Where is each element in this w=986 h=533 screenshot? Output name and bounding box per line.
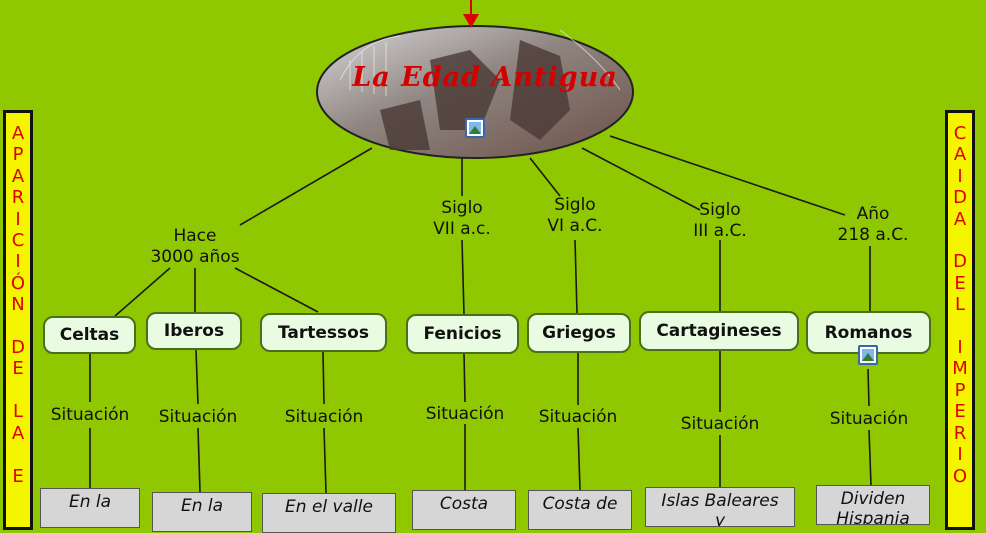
situation-label: Situación [829,409,909,429]
situation-label: Situación [284,407,364,427]
detail-box[interactable]: Costa de [528,490,632,530]
node-fenicios[interactable]: Fenicios [406,314,519,354]
central-oval[interactable] [316,25,634,159]
down-arrow-icon [463,0,479,28]
situation-label: Situación [680,414,760,434]
edge-oval-group5 [609,135,846,216]
detail-box[interactable]: En la [152,492,252,532]
group-label: Hace 3000 años [150,226,240,267]
right-banner: C A I D A D E L I M P E R I O [945,110,975,530]
edge-group1-celtas [114,267,171,317]
image-icon[interactable] [465,118,485,138]
right-banner-text: C A I D A D E L I M P E R I O [952,123,968,487]
group-label: Siglo VII a.c. [433,198,491,239]
group-label: Siglo III a.C. [693,200,747,241]
detail-box[interactable]: Costa [412,490,516,530]
edge-group2-fenicios [461,239,465,315]
situation-label: Situación [538,407,618,427]
group-label: Año 218 a.C. [837,204,909,245]
edge-group3-griegos [574,239,578,314]
node-cartagineses[interactable]: Cartagineses [639,311,799,351]
situation-label: Situación [158,407,238,427]
concept-map-connectors [89,0,872,494]
detail-box[interactable]: Islas Baleares y [645,487,795,527]
group-label: Siglo VI a.C. [547,195,603,236]
image-icon[interactable] [858,345,878,365]
detail-box[interactable]: En el valle [262,493,396,533]
edge-oval-group4 [581,147,701,211]
diagram-title: La Edad Antigua [352,62,618,93]
edge-oval-group3 [529,157,561,197]
situation-label: Situación [425,404,505,424]
detail-box[interactable]: Dividen Hispania [816,485,930,525]
detail-box[interactable]: En la [40,488,140,528]
node-celtas[interactable]: Celtas [43,316,136,354]
node-tartessos[interactable]: Tartessos [260,313,387,352]
node-iberos[interactable]: Iberos [146,312,242,350]
situation-label: Situación [50,405,130,425]
left-banner-text: A P A R I C I Ó N D E L A E [10,123,26,487]
edge-oval-group1 [239,147,373,226]
node-griegos[interactable]: Griegos [527,313,631,353]
edge-group1-tartessos [234,267,319,313]
left-banner: A P A R I C I Ó N D E L A E [3,110,33,530]
